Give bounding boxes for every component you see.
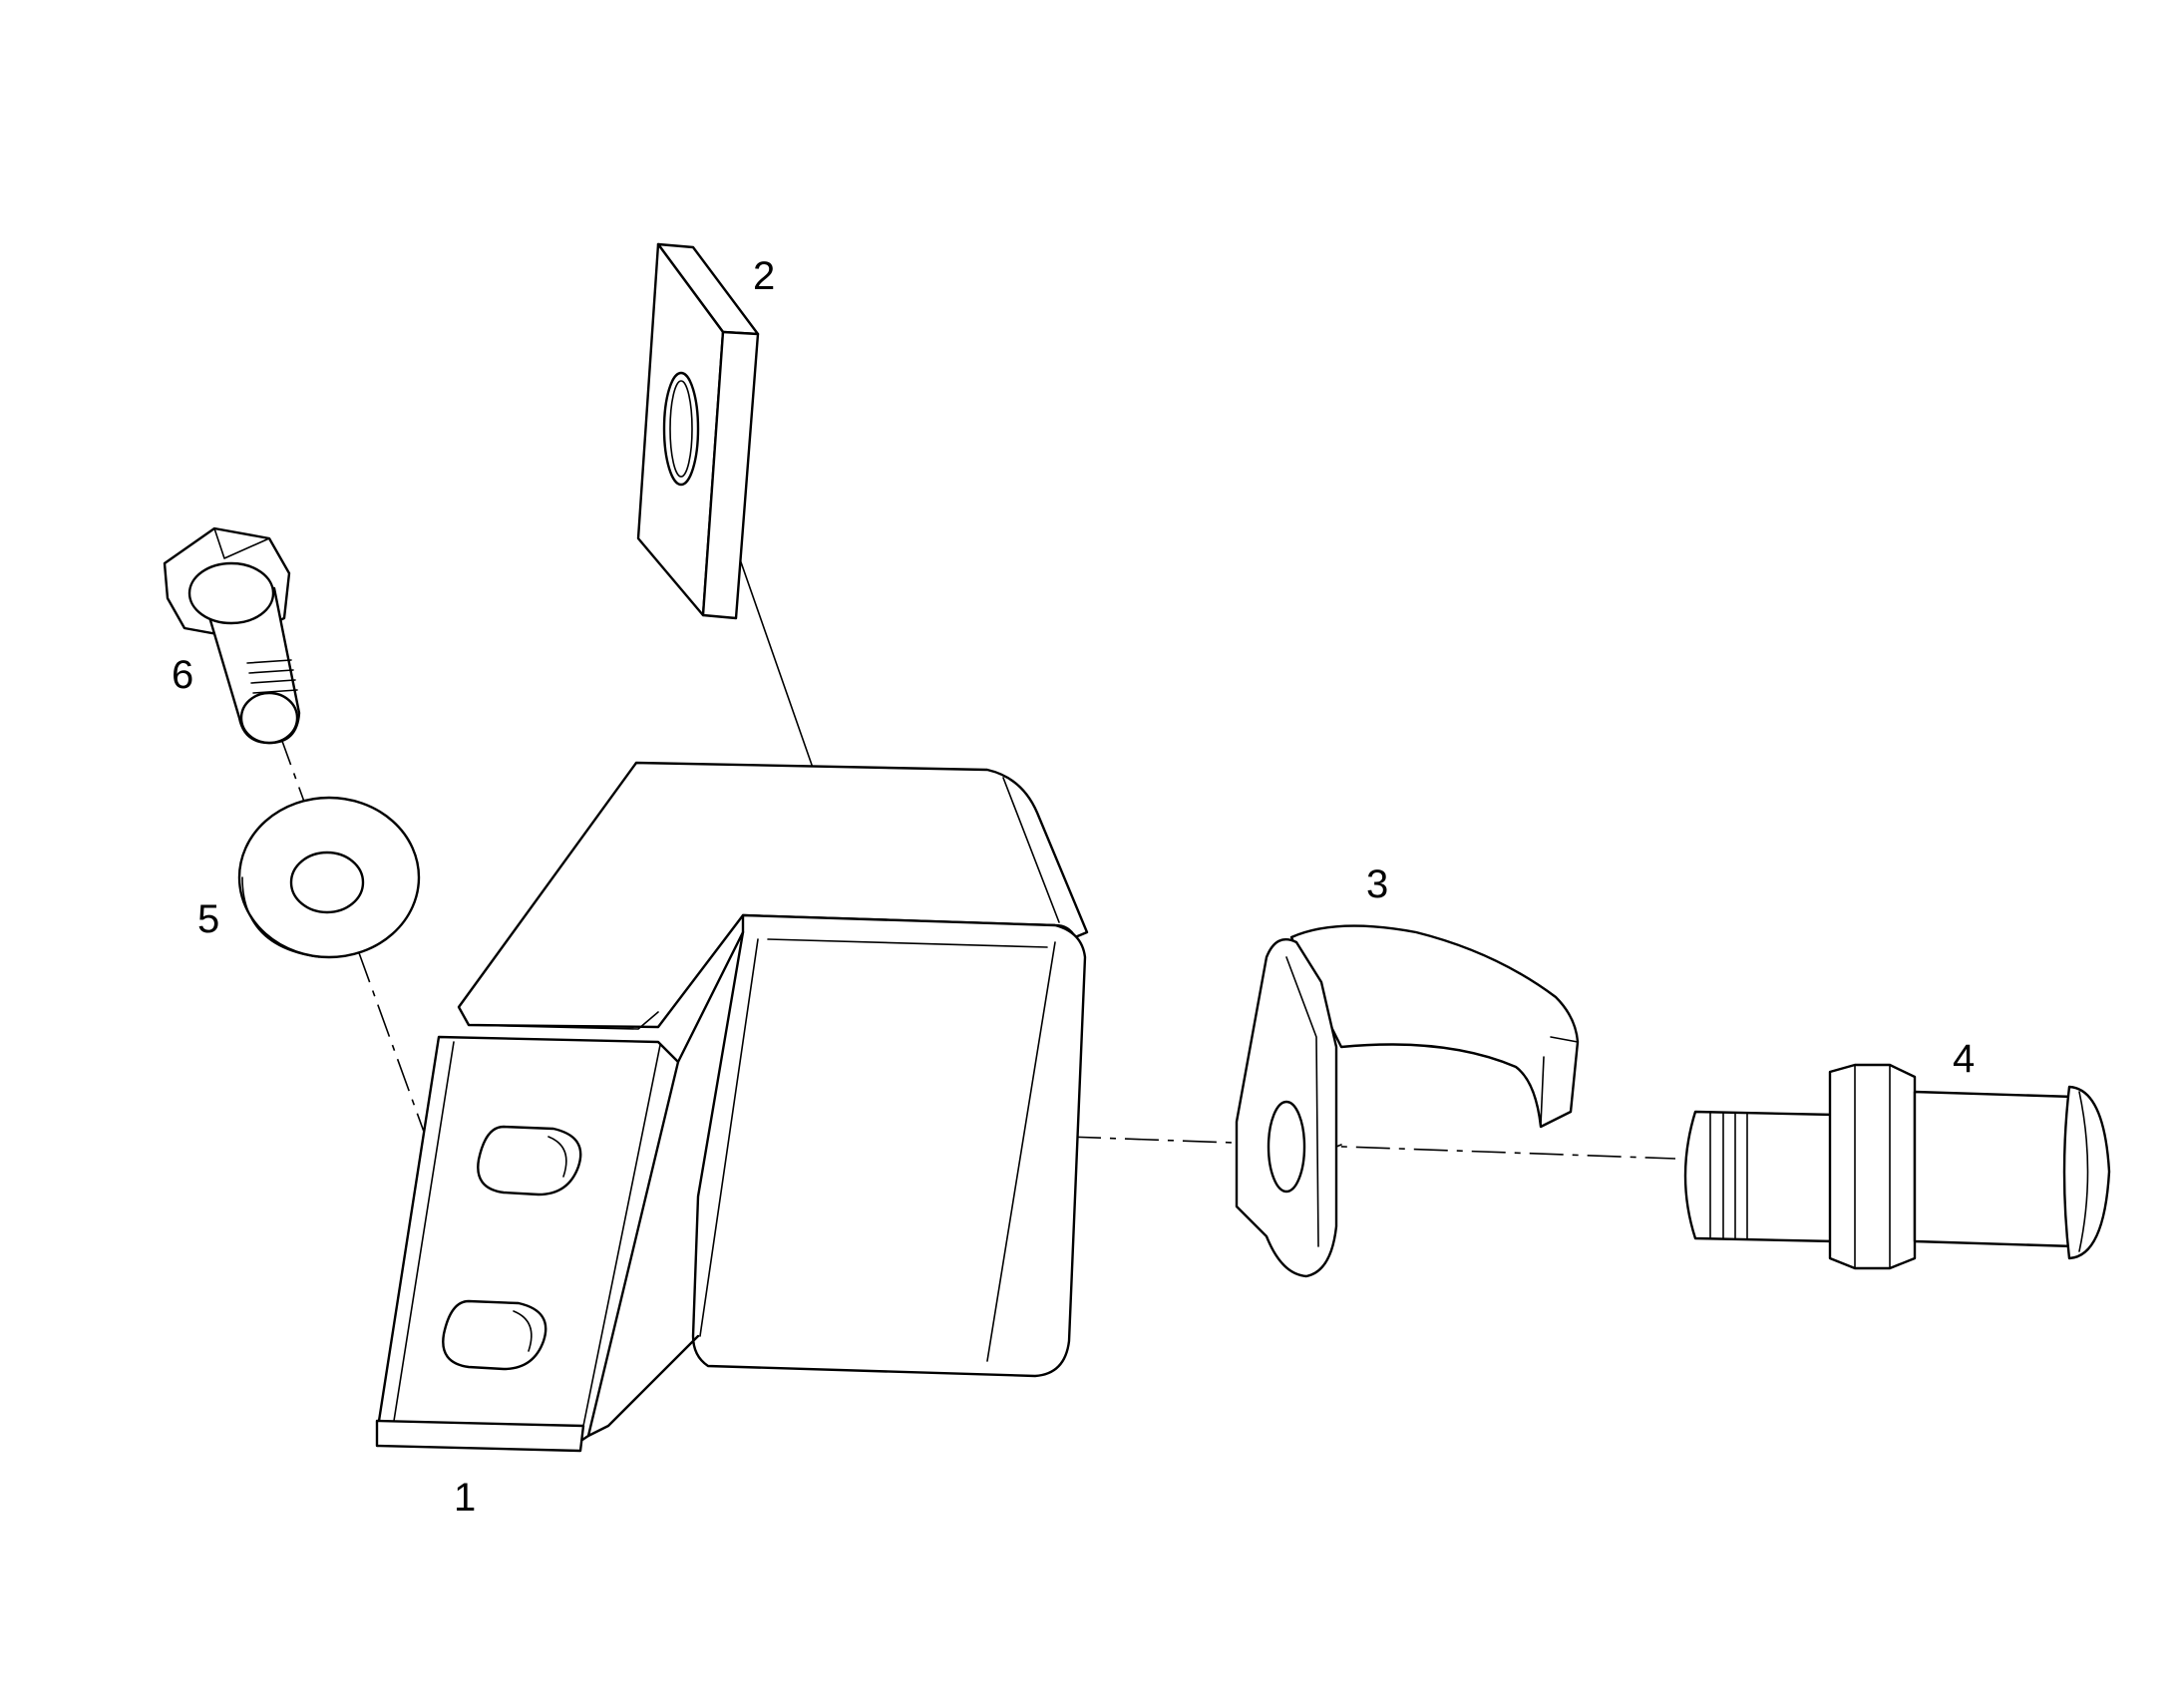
part-5-washer	[237, 796, 421, 959]
callout-part-4: 4	[1953, 1037, 1975, 1081]
part-1-bracket	[375, 761, 1089, 1453]
callout-part-6: 6	[172, 653, 193, 697]
axis-line-bolt-washer	[278, 732, 425, 1133]
axis-line-pin-bracket	[1066, 1136, 1676, 1160]
part-4-pin	[1683, 1063, 2111, 1270]
callout-part-2: 2	[753, 254, 775, 298]
part-6-hex-bolt	[163, 526, 301, 745]
callout-part-5: 5	[197, 897, 219, 941]
callout-part-3: 3	[1366, 862, 1388, 906]
callout-part-1: 1	[454, 1476, 476, 1520]
part-3-saddle-clamp	[1235, 924, 1580, 1278]
part-2-block	[636, 242, 760, 620]
